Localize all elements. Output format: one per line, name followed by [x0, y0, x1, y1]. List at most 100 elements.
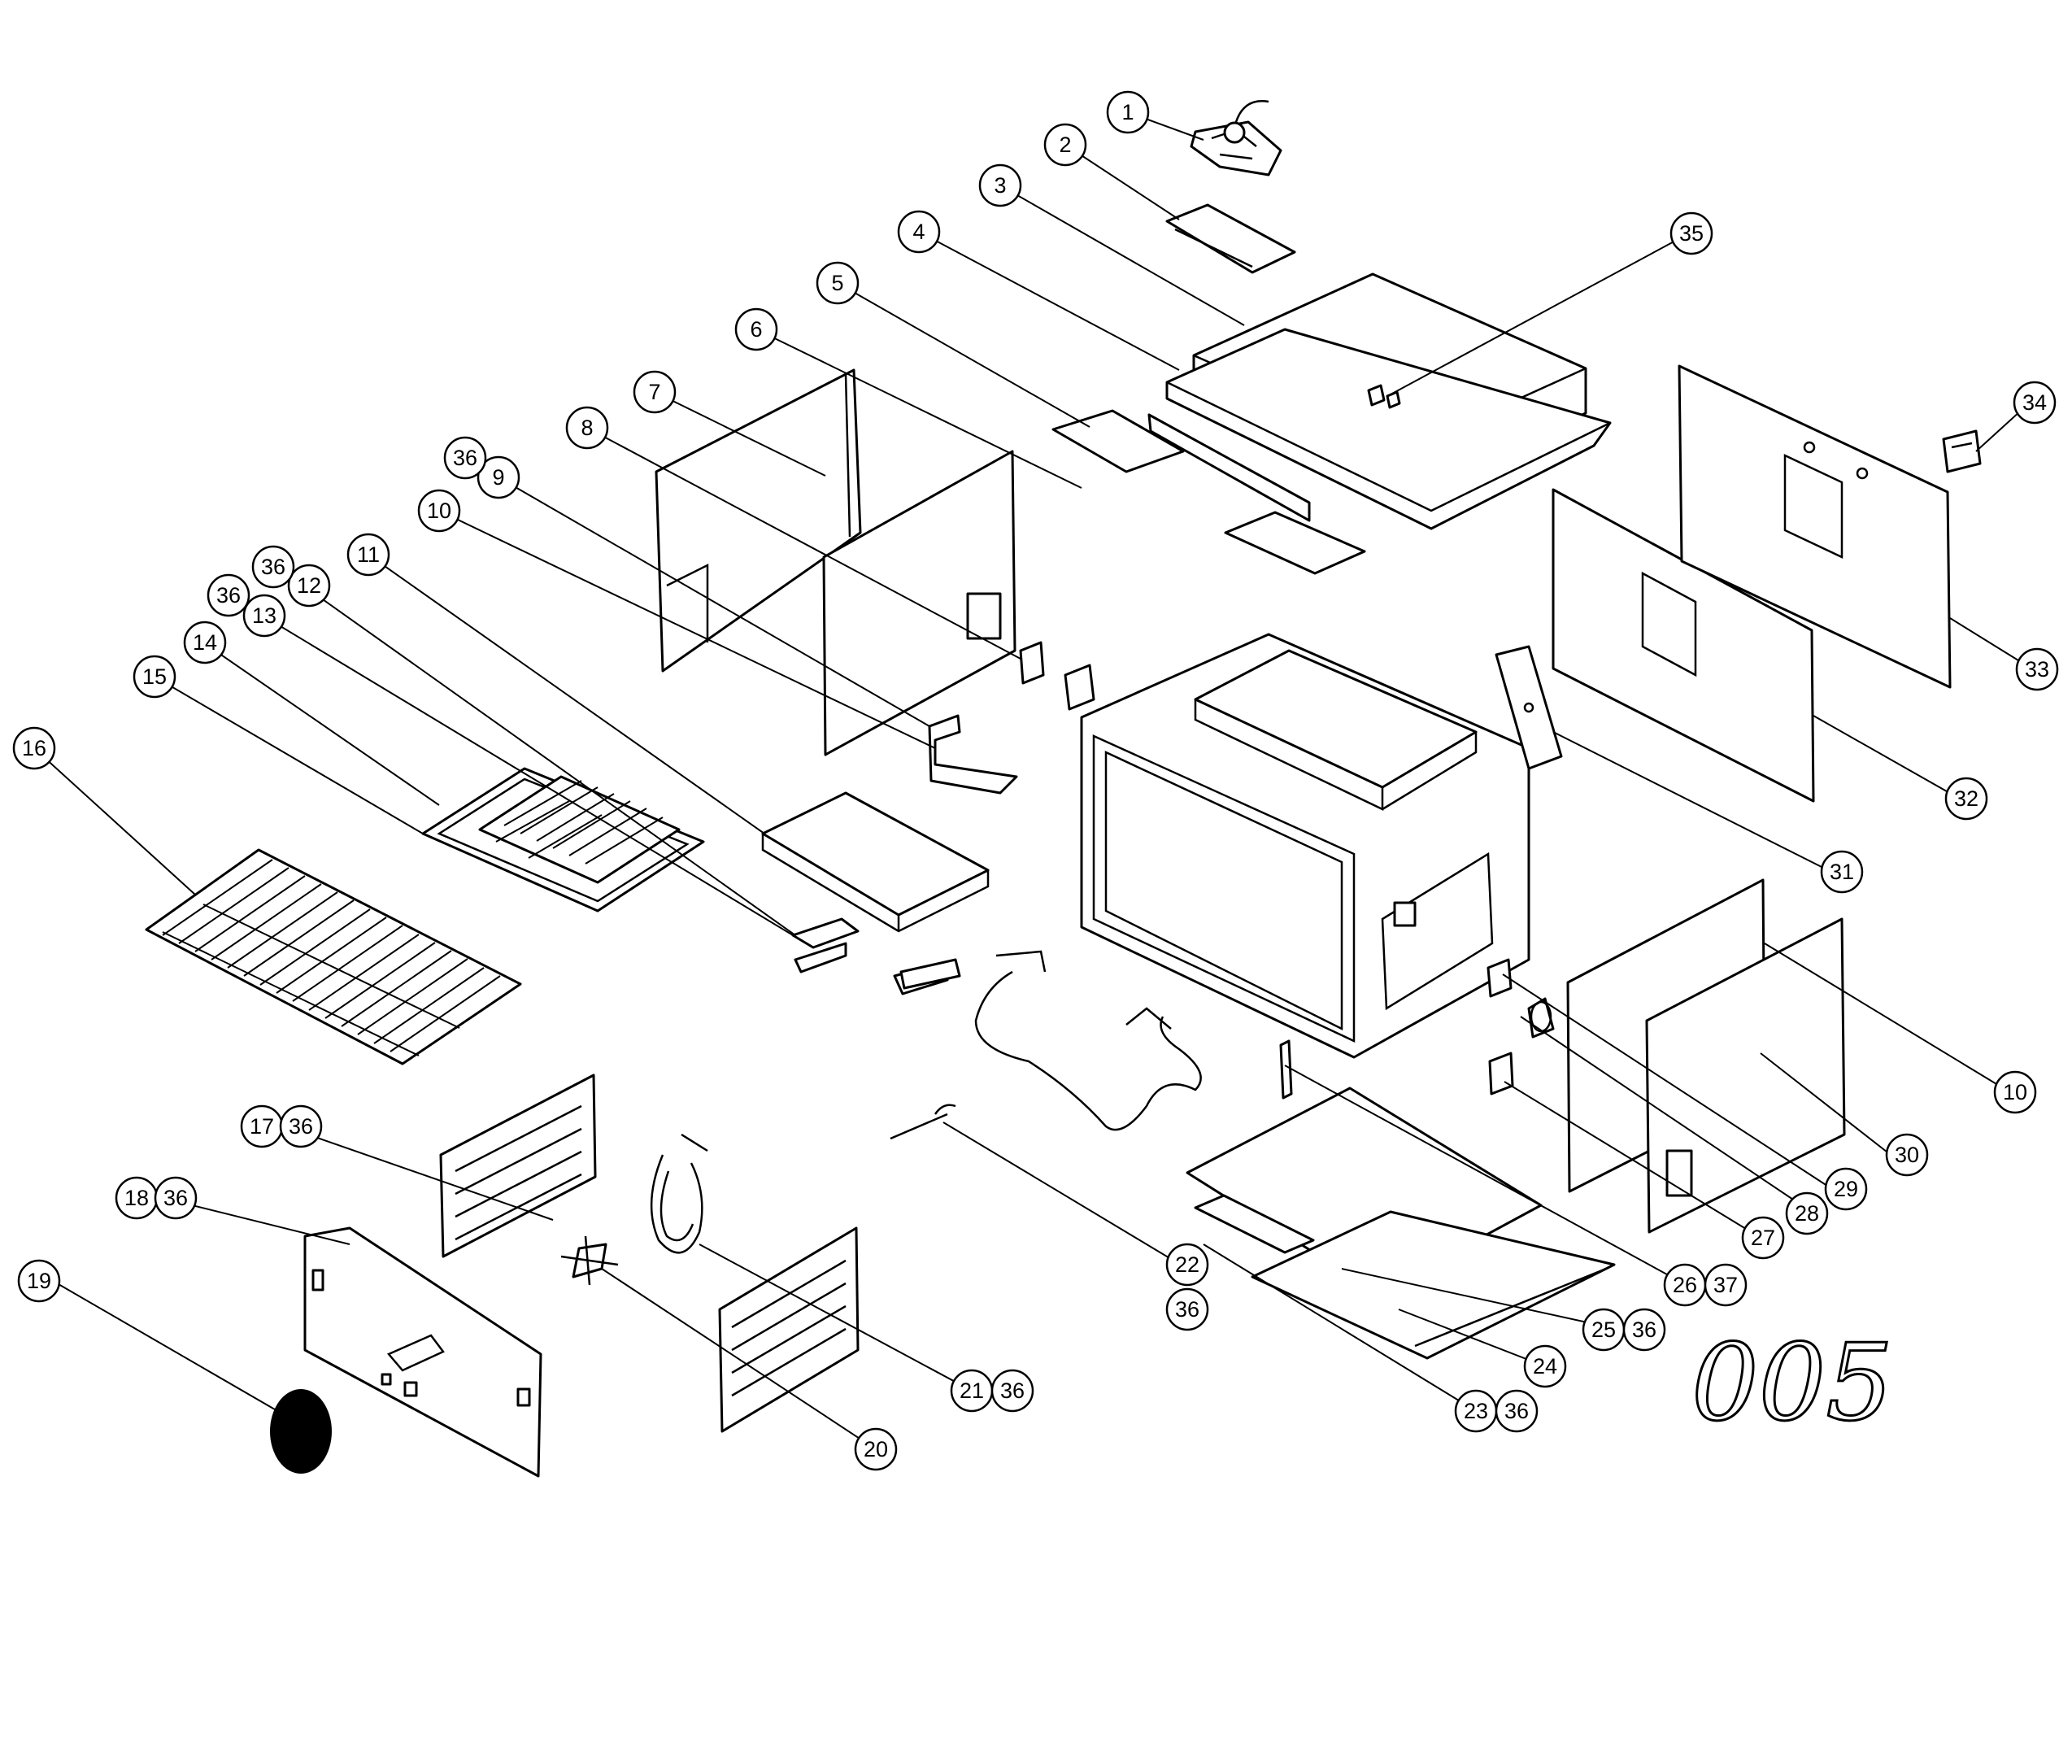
svg-text:24: 24 [1533, 1354, 1557, 1379]
svg-text:4: 4 [912, 220, 925, 244]
callout-12-36: 36 [251, 545, 295, 589]
callout-11: 11 [346, 533, 390, 577]
part-oven-cavity [1080, 633, 1530, 1059]
callout-7: 7 [633, 370, 677, 414]
svg-text:15: 15 [142, 664, 167, 689]
callout-27: 27 [1741, 1216, 1785, 1260]
part-side-panel-left [655, 368, 862, 673]
part-terminal-34 [1942, 429, 1982, 473]
callout-32: 32 [1944, 777, 1988, 821]
svg-text:2: 2 [1059, 133, 1071, 157]
part-insulation-strip [1051, 409, 1366, 575]
part-rear-panel [1678, 364, 1952, 689]
callout-12: 12 [287, 564, 331, 608]
svg-text:25: 25 [1591, 1318, 1616, 1342]
callout-21: 21 [950, 1369, 994, 1413]
part-fan-blade [560, 1235, 619, 1286]
callout-20: 20 [854, 1427, 898, 1471]
callout-15: 15 [133, 655, 176, 699]
svg-text:31: 31 [1830, 860, 1854, 884]
svg-text:26: 26 [1673, 1273, 1697, 1297]
svg-text:36: 36 [453, 446, 477, 470]
svg-text:27: 27 [1751, 1226, 1775, 1250]
callout-34: 34 [2013, 381, 2057, 425]
callout-25-36: 36 [1622, 1308, 1666, 1352]
part-convection-element [650, 1133, 708, 1254]
callout-17: 17 [240, 1104, 284, 1148]
leader-lines [33, 111, 2036, 1450]
svg-text:10: 10 [427, 499, 451, 523]
svg-text:19: 19 [27, 1269, 51, 1293]
svg-text:9: 9 [492, 465, 504, 490]
part-clip-35 [1367, 384, 1401, 409]
part-mounting-plate [1495, 645, 1563, 770]
callout-9-36: 36 [443, 436, 487, 480]
svg-text:17: 17 [250, 1114, 274, 1139]
parts-layer [145, 100, 1982, 1478]
svg-text:11: 11 [357, 542, 380, 567]
callout-24: 24 [1523, 1344, 1567, 1388]
part-bottom-panel-24 [1251, 1210, 1616, 1360]
callout-30: 30 [1885, 1133, 1929, 1177]
callout-18-36: 36 [154, 1176, 198, 1220]
svg-text:36: 36 [1504, 1399, 1529, 1423]
svg-text:29: 29 [1834, 1177, 1858, 1201]
part-top-panel [1165, 328, 1612, 530]
part-side-panel-right [822, 450, 1016, 756]
svg-text:5: 5 [831, 271, 843, 295]
svg-text:36: 36 [289, 1114, 313, 1139]
part-switch-mount [1019, 641, 1095, 711]
callout-23-36: 36 [1495, 1389, 1539, 1433]
callout-14: 14 [183, 621, 227, 664]
callout-26-37: 37 [1704, 1263, 1748, 1307]
callout-33: 33 [2015, 647, 2059, 691]
callout-25: 25 [1582, 1308, 1626, 1352]
svg-text:32: 32 [1954, 786, 1978, 811]
svg-text:10: 10 [2003, 1080, 2027, 1104]
callout-1: 1 [1106, 90, 1150, 134]
part-rack-slide-left [439, 1074, 597, 1258]
part-box-27 [1488, 1052, 1514, 1095]
svg-text:16: 16 [22, 736, 46, 760]
callout-5: 5 [816, 261, 860, 305]
svg-text:30: 30 [1895, 1143, 1919, 1167]
svg-text:36: 36 [261, 555, 285, 579]
callout-16: 16 [12, 726, 56, 770]
part-fan-grille [270, 1389, 332, 1474]
part-mount-bracket [928, 714, 1018, 795]
svg-text:7: 7 [648, 380, 660, 404]
callout-10: 10 [417, 489, 461, 533]
svg-text:18: 18 [124, 1186, 149, 1210]
part-capacitor-28 [1527, 997, 1555, 1039]
part-broiler-grid [478, 775, 681, 884]
callout-29: 29 [1824, 1167, 1868, 1211]
callout-3: 3 [978, 163, 1022, 207]
part-small-bracket [1165, 203, 1296, 274]
svg-text:3: 3 [994, 173, 1006, 198]
svg-text:36: 36 [1000, 1379, 1025, 1403]
callout-28: 28 [1785, 1191, 1829, 1235]
callout-22: 22 [1165, 1243, 1209, 1287]
part-bottom-panel-25 [1194, 1194, 1315, 1254]
part-control-assembly [1190, 100, 1282, 176]
svg-text:12: 12 [297, 573, 321, 598]
svg-text:28: 28 [1795, 1201, 1819, 1226]
callout-19: 19 [17, 1259, 61, 1303]
part-element-bracket [1279, 1039, 1293, 1100]
part-rear-cover [303, 1226, 542, 1478]
callout-23: 23 [1454, 1389, 1498, 1433]
part-side-insulation-right [1645, 917, 1846, 1234]
svg-text:21: 21 [960, 1379, 984, 1403]
callout-22-36: 36 [1165, 1287, 1209, 1331]
callout-2: 2 [1043, 123, 1087, 167]
svg-text:33: 33 [2025, 657, 2049, 682]
callout-4: 4 [897, 210, 941, 254]
svg-text:36: 36 [1175, 1297, 1199, 1322]
svg-text:36: 36 [163, 1186, 188, 1210]
svg-text:23: 23 [1464, 1399, 1488, 1423]
part-broil-element-cover [761, 791, 990, 933]
callout-17-36: 36 [279, 1104, 323, 1148]
callout-13-36: 36 [207, 573, 250, 617]
svg-text:37: 37 [1713, 1273, 1738, 1297]
